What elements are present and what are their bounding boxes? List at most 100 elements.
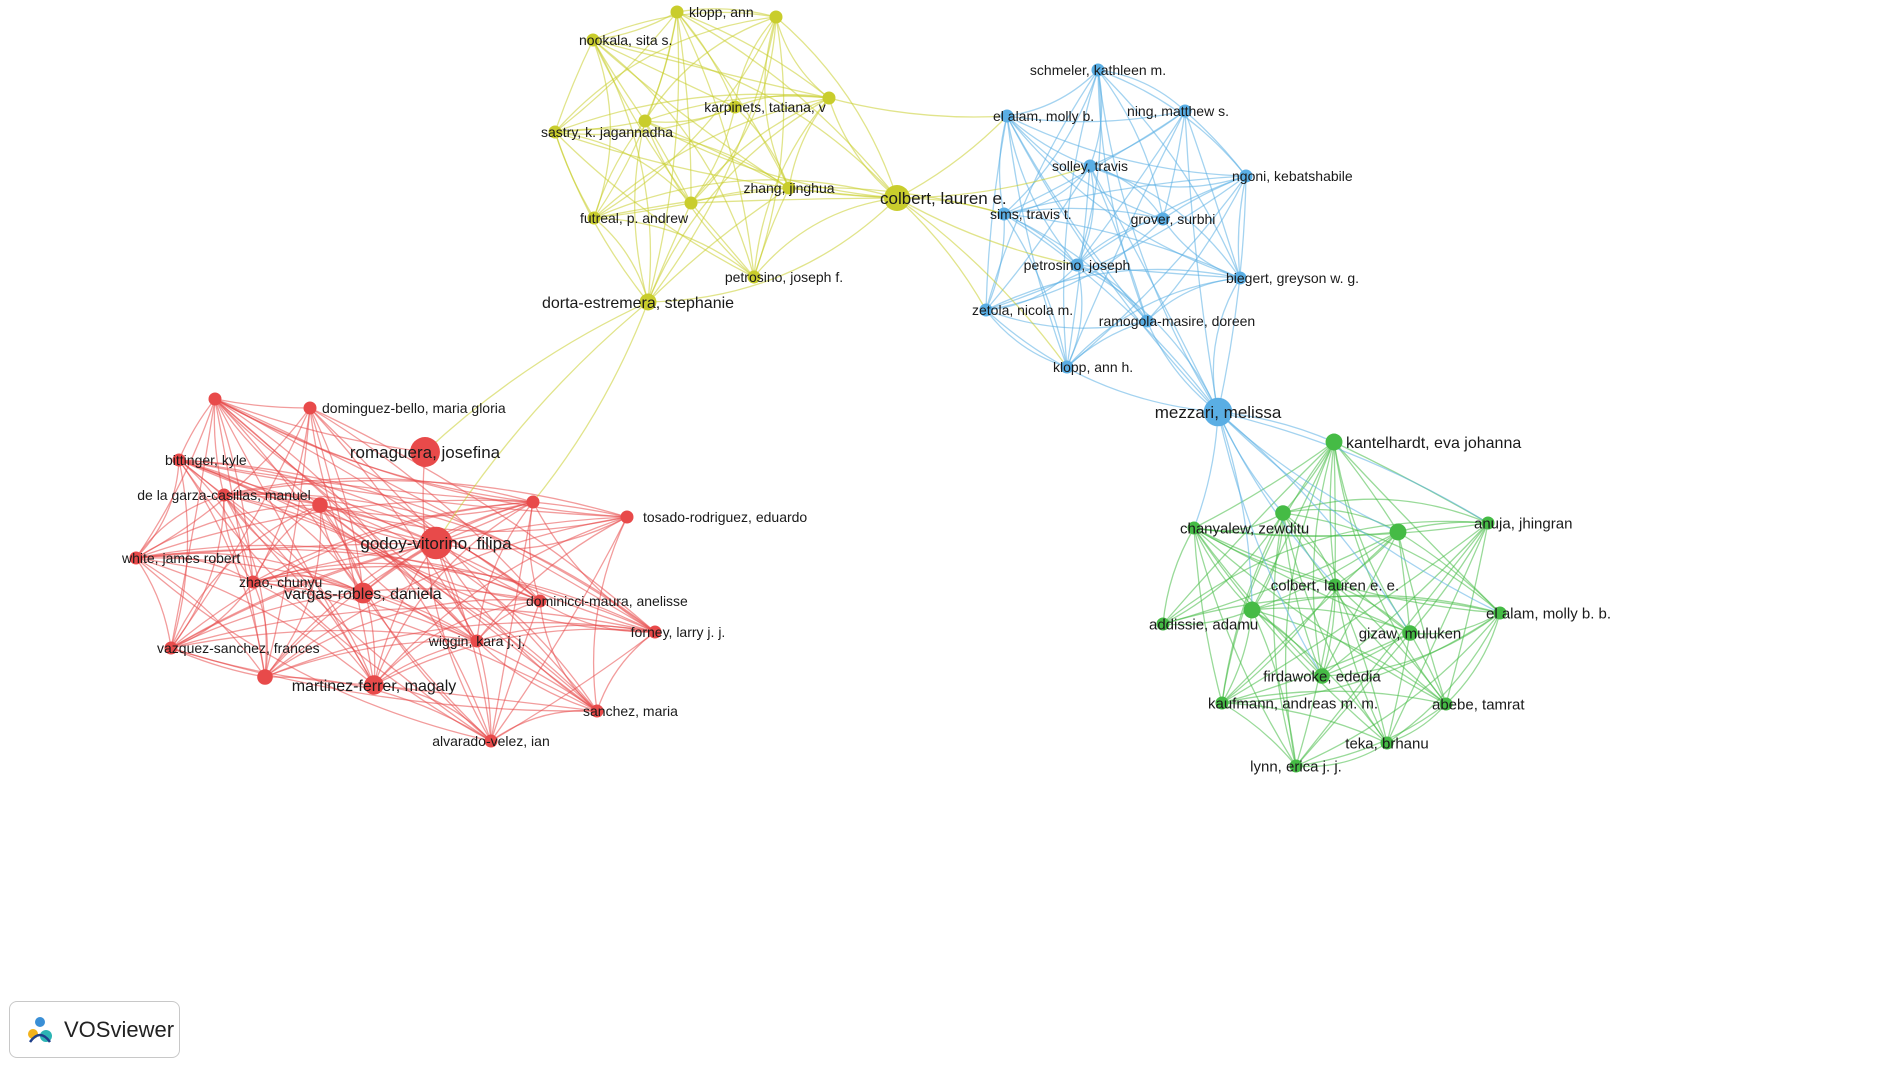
link-r6-r15 — [319, 504, 478, 642]
node-y3[interactable] — [586, 33, 600, 47]
node-g6[interactable] — [1328, 578, 1342, 592]
node-b3[interactable] — [1178, 104, 1192, 118]
node-label-b7: grover, surbhi — [1131, 211, 1216, 227]
node-y12[interactable] — [747, 270, 761, 284]
node-b2[interactable] — [1000, 109, 1014, 123]
node-label-g15: lynn, erica j. j. — [1250, 758, 1342, 775]
node-g15[interactable] — [1289, 759, 1303, 773]
node-label-b5: ngoni, kebatshabile — [1232, 168, 1353, 184]
node-r18[interactable] — [364, 675, 384, 695]
link-r4-r16 — [170, 459, 189, 649]
link-y5-y10 — [593, 97, 830, 219]
link-r1-r14 — [214, 398, 656, 633]
node-r19[interactable] — [590, 704, 604, 718]
node-r12[interactable] — [352, 582, 374, 604]
node-y6[interactable] — [638, 114, 652, 128]
node-r11[interactable] — [246, 575, 260, 589]
node-g1[interactable] — [1325, 433, 1343, 451]
node-g13[interactable] — [1439, 697, 1453, 711]
node-r14[interactable] — [648, 625, 662, 639]
node-r16[interactable] — [164, 641, 178, 655]
node-g11[interactable] — [1314, 668, 1330, 684]
node-layer — [129, 5, 1507, 773]
node-y9[interactable] — [684, 196, 698, 210]
node-label-g12: kaufmann, andreas m. m. — [1208, 695, 1378, 712]
node-g3[interactable] — [1187, 521, 1201, 535]
node-g5[interactable] — [1481, 516, 1495, 530]
node-b11[interactable] — [1140, 314, 1154, 328]
node-label-b12: klopp, ann h. — [1053, 359, 1133, 375]
link-b1-b2 — [1006, 69, 1099, 117]
link-y4-y7 — [554, 106, 736, 136]
node-r7[interactable] — [526, 495, 540, 509]
node-g14[interactable] — [1380, 736, 1394, 750]
node-b9[interactable] — [1233, 271, 1247, 285]
node-y1[interactable] — [670, 5, 684, 19]
link-b13-g8 — [1217, 411, 1501, 614]
link-r6-r7 — [319, 501, 534, 517]
link-g3-g7 — [1193, 527, 1253, 611]
link-r18-r20 — [373, 684, 492, 742]
node-r5[interactable] — [217, 488, 231, 502]
node-b8[interactable] — [1070, 258, 1084, 272]
node-y2[interactable] — [769, 10, 783, 24]
node-y4[interactable] — [728, 100, 742, 114]
node-r20[interactable] — [484, 734, 498, 748]
node-label-r8: tosado-rodriguez, eduardo — [643, 509, 807, 525]
link-r8-r9 — [435, 516, 628, 551]
node-r8[interactable] — [620, 510, 634, 524]
node-r3[interactable] — [410, 437, 440, 467]
node-y7[interactable] — [548, 125, 562, 139]
link-r6-r17 — [264, 504, 322, 678]
node-y8[interactable] — [782, 181, 796, 195]
node-b13[interactable] — [1203, 397, 1233, 427]
link-r1-r4 — [178, 398, 216, 461]
node-b1[interactable] — [1091, 63, 1105, 77]
node-g2[interactable] — [1275, 505, 1291, 521]
node-b4[interactable] — [1083, 159, 1097, 173]
link-g6-g14 — [1334, 584, 1388, 744]
node-y10[interactable] — [587, 211, 601, 225]
node-r2[interactable] — [303, 401, 317, 415]
node-g10[interactable] — [1402, 625, 1418, 641]
link-g5-g13 — [1445, 522, 1489, 705]
link-r15-r16 — [170, 629, 478, 649]
node-r17[interactable] — [257, 669, 273, 685]
node-r4[interactable] — [172, 453, 186, 467]
link-g8-g10 — [1409, 612, 1501, 635]
link-r10-r17 — [135, 557, 266, 678]
node-g7[interactable] — [1243, 601, 1261, 619]
node-g8[interactable] — [1493, 606, 1507, 620]
node-r15[interactable] — [470, 634, 484, 648]
node-g12[interactable] — [1215, 696, 1229, 710]
node-r6[interactable] — [312, 497, 328, 513]
node-label-r3: romaguera, josefina — [350, 443, 501, 462]
node-r9[interactable] — [419, 526, 453, 560]
node-g9[interactable] — [1156, 617, 1170, 631]
link-b1-b10 — [985, 69, 1099, 311]
node-y5[interactable] — [822, 91, 836, 105]
node-r10[interactable] — [129, 551, 143, 565]
node-r1[interactable] — [208, 392, 222, 406]
node-g4[interactable] — [1389, 523, 1407, 541]
node-b7[interactable] — [1156, 212, 1170, 226]
node-y13[interactable] — [639, 293, 657, 311]
vosviewer-logo: VOSviewer — [9, 1001, 180, 1058]
link-r15-r17 — [264, 640, 478, 678]
node-b6[interactable] — [997, 207, 1011, 221]
link-r2-r17 — [264, 407, 311, 678]
link-g6-g12 — [1221, 584, 1336, 704]
node-y11[interactable] — [884, 185, 910, 211]
link-y4-y8 — [734, 106, 790, 189]
link-b1-b11 — [1097, 69, 1148, 322]
node-b10[interactable] — [979, 303, 993, 317]
link-b9-b10 — [985, 268, 1241, 311]
node-b12[interactable] — [1060, 360, 1074, 374]
node-b5[interactable] — [1239, 169, 1253, 183]
link-b2-b7 — [1006, 115, 1164, 220]
link-y2-y11 — [775, 16, 898, 199]
link-r11-r17 — [252, 581, 269, 678]
node-r13[interactable] — [533, 594, 547, 608]
link-b6-b11 — [1003, 213, 1148, 322]
